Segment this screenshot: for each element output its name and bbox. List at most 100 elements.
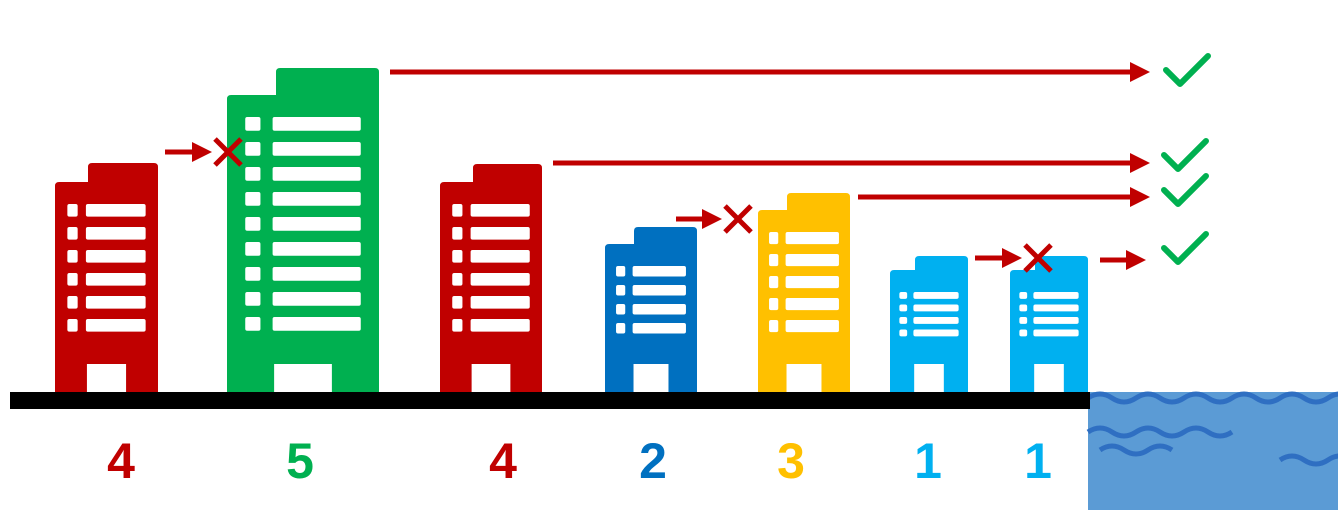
door [471, 364, 511, 392]
arrow-head [1130, 62, 1150, 82]
window-bar [785, 254, 839, 267]
building-3 [440, 164, 542, 392]
window-bar [785, 232, 839, 245]
window-dot [769, 232, 779, 245]
window-bar [1033, 329, 1079, 337]
window-bar [272, 142, 361, 156]
height-label: 1 [1024, 433, 1052, 489]
window-bar [632, 304, 686, 315]
window-bar [913, 317, 959, 324]
window-dot [899, 304, 908, 312]
sight-lines [165, 53, 1211, 273]
window-bar [272, 242, 361, 256]
window-bar [785, 276, 839, 289]
arrow-head [1002, 248, 1022, 268]
door [786, 364, 822, 392]
window-dot [616, 285, 626, 296]
window-dot [245, 167, 261, 181]
window-dot [67, 273, 78, 286]
window-dot [769, 320, 779, 333]
door [914, 364, 944, 392]
building-6 [890, 256, 968, 392]
window-bar [913, 292, 959, 299]
window-bar [470, 273, 530, 286]
window-dot [899, 317, 908, 324]
ocean [1086, 391, 1338, 510]
cross-stroke [723, 204, 753, 234]
window-bar [632, 323, 686, 334]
ocean-wave [1278, 453, 1338, 467]
window-dot [67, 250, 78, 263]
arrow-head [702, 209, 722, 229]
window-bar [470, 319, 530, 332]
window-dot [245, 267, 261, 281]
window-dot [452, 250, 463, 263]
window-bar [913, 329, 959, 337]
sight-line-building-6 [975, 248, 1022, 268]
window-dot [245, 142, 261, 156]
sight-line-building-4 [676, 209, 722, 229]
window-bar [632, 266, 686, 277]
window-dot [245, 217, 261, 231]
window-bar [470, 227, 530, 240]
building-4 [605, 227, 697, 392]
window-dot [616, 266, 626, 277]
ground-line [10, 392, 1090, 409]
window-dot [769, 298, 779, 311]
window-bar [785, 320, 839, 333]
arrow-head [1126, 250, 1146, 270]
window-bar [85, 273, 146, 286]
window-dot [769, 254, 779, 267]
building-2 [227, 68, 379, 392]
window-bar [272, 267, 361, 281]
arrow-head [192, 142, 212, 162]
building-1 [55, 163, 158, 392]
sight-line-building-7 [1100, 250, 1146, 270]
window-dot [452, 227, 463, 240]
window-bar [785, 298, 839, 311]
window-dot [616, 323, 626, 334]
window-bar [85, 319, 146, 332]
window-bar [1033, 317, 1079, 324]
sight-line-building-1 [165, 142, 212, 162]
window-dot [769, 276, 779, 289]
height-label: 2 [639, 433, 667, 489]
cross-icon [213, 137, 243, 167]
window-bar [470, 250, 530, 263]
window-dot [899, 292, 908, 299]
window-bar [85, 204, 146, 217]
window-bar [272, 317, 361, 331]
arrow-head [1130, 187, 1150, 207]
window-dot [67, 319, 78, 332]
window-dot [616, 304, 626, 315]
buildings [55, 68, 1088, 392]
window-bar [272, 292, 361, 306]
window-bar [632, 285, 686, 296]
sight-line-building-3 [553, 153, 1150, 173]
height-label: 1 [914, 433, 942, 489]
window-bar [470, 296, 530, 309]
window-bar [1033, 304, 1079, 312]
arrow-head [1130, 153, 1150, 173]
window-bar [913, 304, 959, 312]
window-dot [245, 242, 261, 256]
window-dot [245, 117, 261, 131]
cross-stroke [1023, 243, 1053, 273]
ocean-wave [1086, 425, 1234, 439]
window-dot [67, 296, 78, 309]
ocean-wave [1086, 391, 1338, 405]
cross-icon [723, 204, 753, 234]
window-bar [85, 296, 146, 309]
window-dot [452, 204, 463, 217]
window-bar [272, 167, 361, 181]
door [274, 364, 332, 392]
door [633, 364, 669, 392]
cross-stroke [213, 137, 243, 167]
window-dot [245, 317, 261, 331]
window-dot [1019, 292, 1028, 299]
height-label: 3 [777, 433, 805, 489]
sight-line-building-2 [390, 62, 1150, 82]
window-dot [1019, 329, 1028, 337]
